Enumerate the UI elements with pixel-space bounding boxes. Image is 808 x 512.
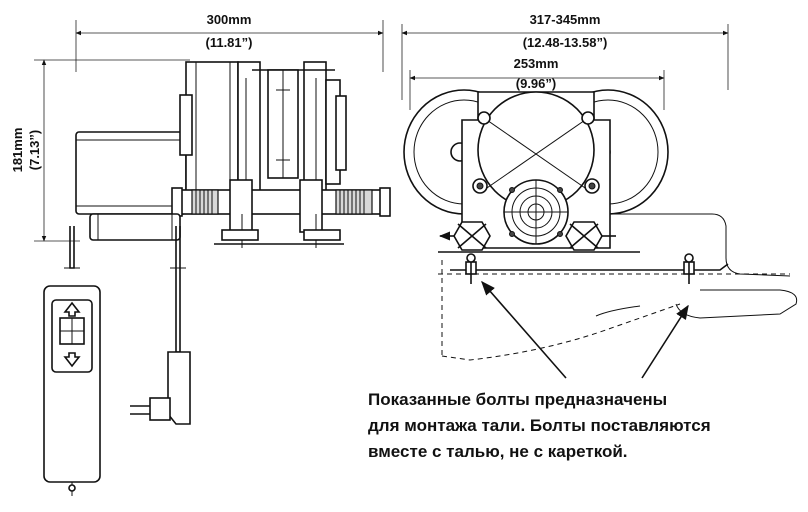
mounting-note: Показанные болты предназначены для монта… bbox=[368, 390, 711, 461]
dimension-height-left: 181mm (7.13”) bbox=[10, 59, 190, 242]
dimension-width-right-inner-inch: (9.96”) bbox=[516, 76, 556, 91]
note-line-3: вместе с талью, не с кареткой. bbox=[368, 442, 628, 461]
pendant-controller bbox=[43, 285, 101, 496]
axle bbox=[171, 179, 391, 248]
arrow-down-icon[interactable] bbox=[63, 352, 81, 368]
dimension-width-right-inner: 253mm (9.96”) bbox=[409, 56, 665, 110]
dimension-width-left: 300mm (11.81”) bbox=[75, 12, 384, 72]
power-plug bbox=[130, 351, 191, 425]
side-view: 300mm (11.81”) 181mm (7.13”) bbox=[10, 12, 391, 496]
dimension-width-left-mm: 300mm bbox=[207, 12, 252, 27]
dimension-width-right-outer-inch: (12.48-13.58”) bbox=[523, 35, 608, 50]
dimension-width-left-inch: (11.81”) bbox=[206, 35, 253, 50]
dimension-width-right-outer-mm: 317-345mm bbox=[530, 12, 601, 27]
mounting-bolts-lower bbox=[438, 221, 616, 251]
dimension-width-right-inner-mm: 253mm bbox=[514, 56, 559, 71]
dimension-width-right-outer: 317-345mm (12.48-13.58”) bbox=[401, 12, 729, 100]
trolley-wheels bbox=[237, 61, 347, 195]
dimension-height-left-mm: 181mm bbox=[10, 128, 25, 173]
note-line-2: для монтажа тали. Болты поставляются bbox=[368, 416, 711, 435]
gearbox bbox=[89, 213, 181, 241]
arrow-up-icon[interactable] bbox=[63, 301, 81, 317]
hoist-outline-dashed bbox=[441, 260, 798, 361]
note-line-1: Показанные болты предназначены bbox=[368, 390, 667, 409]
beam-outline bbox=[438, 213, 791, 284]
front-view: 317-345mm (12.48-13.58”) 253mm (9.96”) bbox=[401, 12, 798, 379]
dimension-height-left-inch: (7.13”) bbox=[27, 130, 42, 170]
leader-arrows bbox=[481, 280, 689, 379]
center-plate bbox=[461, 91, 611, 249]
